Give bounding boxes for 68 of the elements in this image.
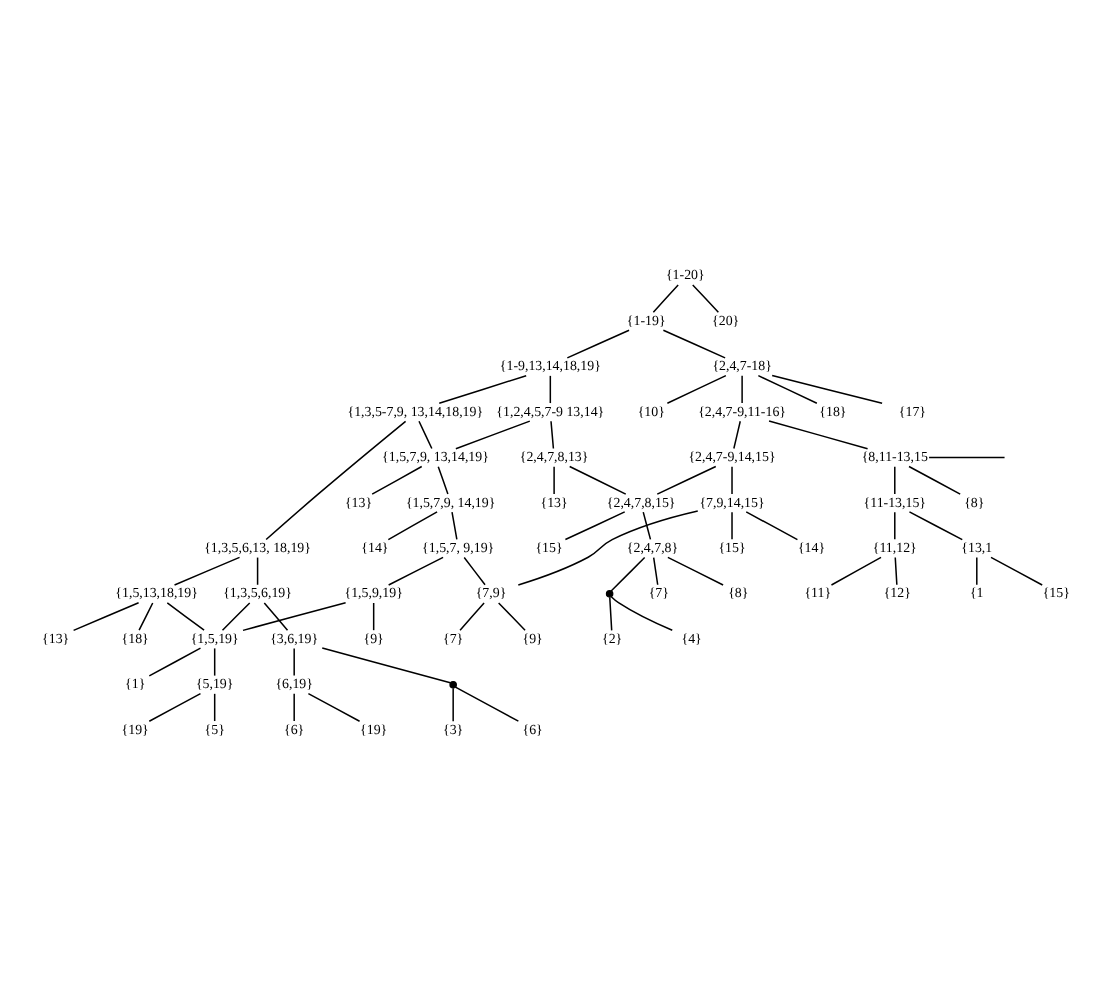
connector xyxy=(757,373,818,404)
connector xyxy=(568,464,627,494)
connector xyxy=(894,510,896,540)
connector xyxy=(549,374,552,403)
connector xyxy=(459,601,485,630)
connector xyxy=(138,601,154,630)
connector xyxy=(642,510,652,540)
connector xyxy=(731,510,733,540)
connector xyxy=(256,555,259,585)
connector xyxy=(451,510,458,540)
connector xyxy=(72,601,140,631)
connector xyxy=(908,510,964,540)
connector xyxy=(371,464,423,494)
connector xyxy=(830,555,882,585)
connector xyxy=(437,464,449,494)
connector xyxy=(148,691,202,721)
connector xyxy=(387,555,444,585)
connector xyxy=(387,510,438,540)
connector xyxy=(242,600,347,631)
connector xyxy=(990,555,1043,585)
connector xyxy=(745,510,799,540)
connector xyxy=(667,555,724,585)
connector xyxy=(771,373,883,403)
connector xyxy=(221,601,251,630)
connector xyxy=(550,419,555,449)
connector xyxy=(609,595,613,631)
connector xyxy=(610,595,673,631)
connector xyxy=(566,328,630,358)
connector xyxy=(265,419,407,540)
connector xyxy=(662,328,726,358)
connector xyxy=(652,283,679,312)
connector xyxy=(372,601,375,630)
connector xyxy=(438,373,527,404)
connector xyxy=(652,555,659,585)
connector xyxy=(733,419,741,449)
connector xyxy=(307,691,361,721)
connector xyxy=(293,646,295,676)
connector xyxy=(553,464,555,494)
connector xyxy=(166,601,205,630)
connector xyxy=(894,555,898,585)
connector xyxy=(517,509,699,585)
connector xyxy=(692,283,720,312)
connector xyxy=(455,419,531,449)
connector xyxy=(731,464,733,494)
connector xyxy=(263,601,289,630)
connector xyxy=(497,601,526,630)
node-circle xyxy=(449,679,457,688)
connector xyxy=(213,646,216,676)
connector xyxy=(293,692,295,721)
connector xyxy=(656,464,717,494)
connector xyxy=(452,686,454,721)
connector xyxy=(321,646,451,683)
connector xyxy=(173,555,241,585)
connector xyxy=(418,419,433,449)
connector xyxy=(928,455,1006,458)
connector xyxy=(768,419,869,449)
connector xyxy=(741,374,743,403)
connector xyxy=(908,464,961,494)
connector xyxy=(148,646,202,676)
connector xyxy=(564,510,626,540)
node-circle xyxy=(605,589,614,597)
connector xyxy=(894,464,896,494)
connector xyxy=(976,555,978,585)
connector xyxy=(454,685,520,721)
connector xyxy=(610,555,646,591)
connector xyxy=(463,555,486,585)
connector xyxy=(666,373,727,404)
connector xyxy=(213,692,216,721)
